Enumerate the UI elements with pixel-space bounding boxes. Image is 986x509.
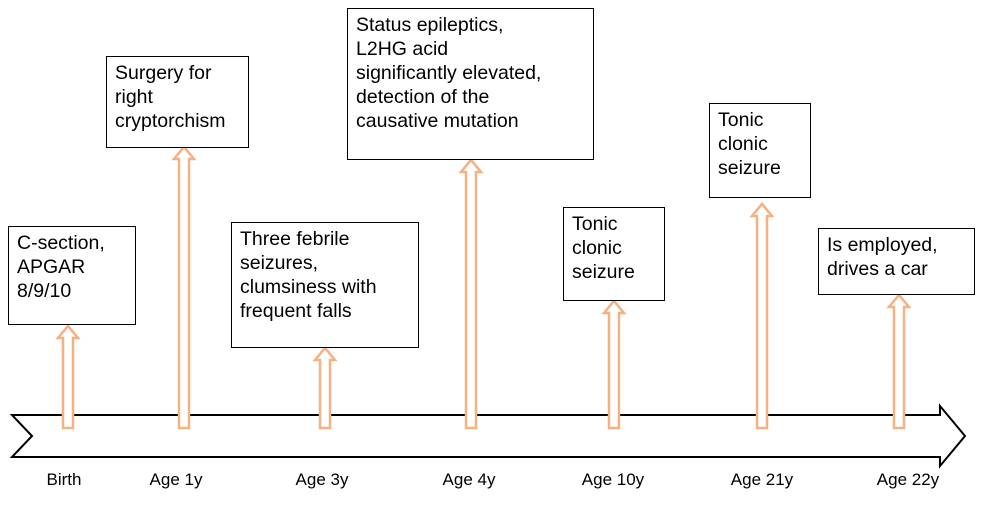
event-arrow-4 [601,299,627,430]
event-box-age-10y: Tonic clonic seizure [563,207,665,301]
label-age-4y: Age 4y [442,470,496,489]
label-age-3y: Age 3y [295,470,349,489]
event-arrows [55,145,912,430]
event-text: Tonic [572,213,618,235]
event-box-birth: C-section, APGAR 8/9/10 [8,226,136,325]
event-text: significantly elevated, [356,62,542,84]
event-text: seizure [718,157,781,179]
event-text: frequent falls [240,300,352,322]
event-text: clumsiness with [240,276,377,298]
label-age-22y: Age 22y [876,470,940,489]
event-text: APGAR [17,256,86,278]
event-arrow-3 [458,158,484,430]
event-text: 8/9/10 [17,280,72,302]
event-arrow-6 [886,293,912,430]
event-text: clonic [572,237,622,259]
event-text: Status epileptics, [356,14,504,36]
event-text: L2HG acid [356,38,449,60]
event-text: causative mutation [356,110,519,132]
event-arrow-0 [55,324,81,430]
event-text: drives a car [827,258,928,280]
event-text: seizures, [240,252,319,274]
event-box-age-4y: Status epileptics, L2HG acid significant… [347,8,594,160]
event-arrow-2 [312,346,338,430]
event-text: clonic [718,133,768,155]
timeline-arrow [9,403,967,469]
event-text: Tonic [718,109,764,131]
label-birth: Birth [46,470,82,489]
event-arrow-1 [171,145,197,430]
event-box-age-21y: Tonic clonic seizure [709,103,811,198]
event-text: cryptorchism [115,110,226,132]
event-text: right [115,86,153,108]
event-text: C-section, [17,232,105,254]
event-arrow-5 [749,202,775,430]
event-text: Three febrile [240,228,350,250]
label-age-10y: Age 10y [581,470,645,489]
label-age-21y: Age 21y [730,470,794,489]
event-text: Is employed, [827,234,938,256]
event-text: seizure [572,261,635,283]
event-text: Surgery for [115,62,212,84]
event-box-age-1y: Surgery for right cryptorchism [106,56,249,148]
event-box-age-22y: Is employed, drives a car [818,228,975,295]
event-box-age-3y: Three febrile seizures, clumsiness with … [231,222,419,348]
event-text: detection of the [356,86,490,108]
label-age-1y: Age 1y [149,470,203,489]
